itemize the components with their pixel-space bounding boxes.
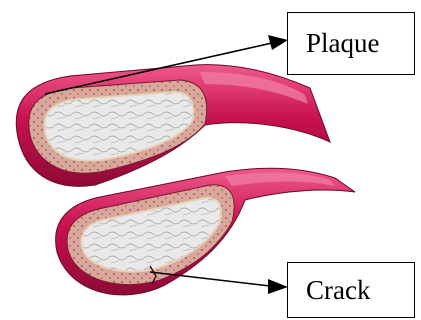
crack-label: Crack	[306, 275, 370, 306]
plaque-label: Plaque	[306, 28, 380, 59]
plaque-label-box: Plaque	[287, 12, 415, 75]
upper-artery	[16, 65, 330, 187]
crack-label-box: Crack	[287, 262, 415, 318]
